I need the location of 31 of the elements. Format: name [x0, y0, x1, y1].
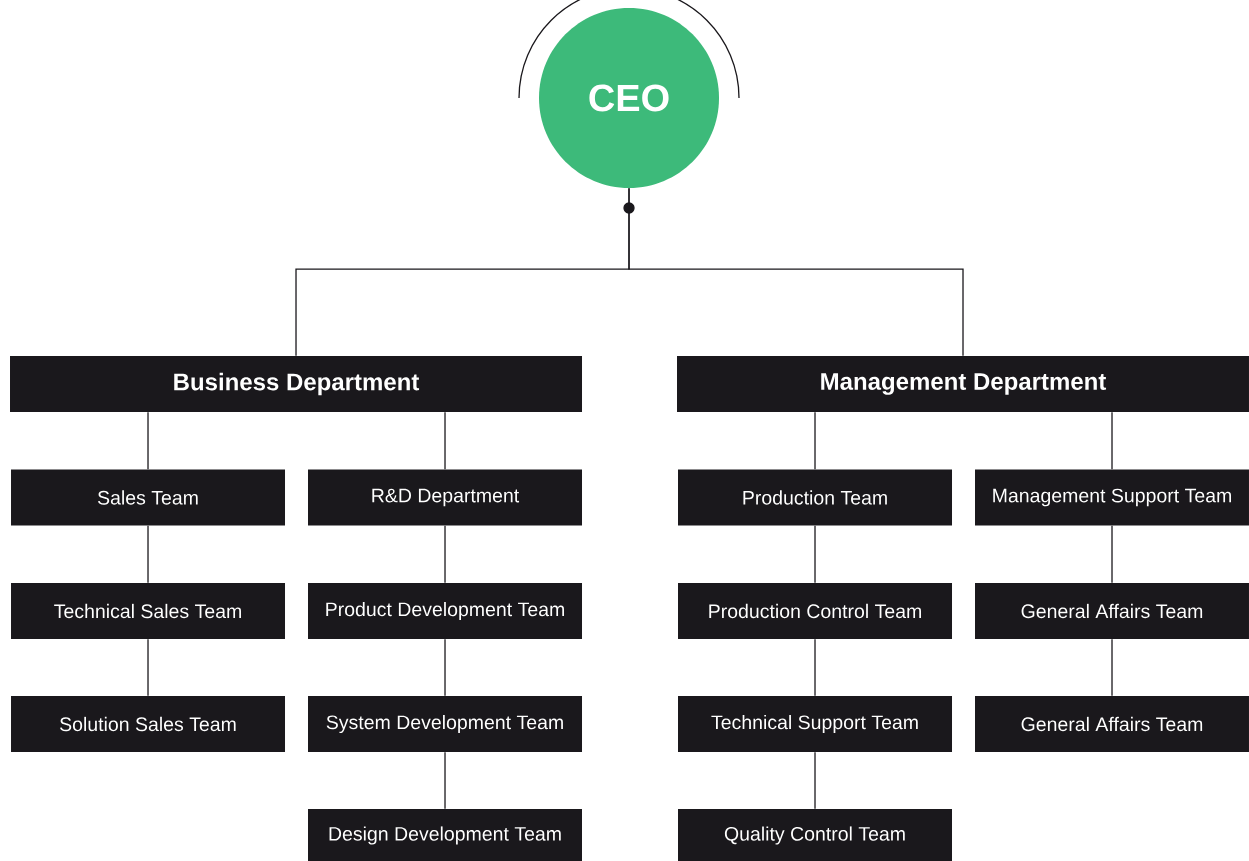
team-box: R&D Department	[308, 469, 582, 526]
team-box: General Affairs Team	[975, 583, 1249, 639]
team-box: Management Support Team	[975, 469, 1249, 526]
team-box: Sales Team	[11, 469, 285, 526]
connector-line	[814, 751, 816, 810]
connector-line	[1111, 638, 1113, 697]
team-box: General Affairs Team	[975, 696, 1249, 752]
team-box: Technical Sales Team	[11, 583, 285, 639]
connector-line	[147, 525, 149, 584]
department-box: Management Department	[677, 356, 1249, 412]
team-box: System Development Team	[308, 696, 582, 752]
connector-line	[1111, 525, 1113, 584]
team-box: Solution Sales Team	[11, 696, 285, 752]
connector-line	[147, 411, 149, 470]
connector-line	[147, 638, 149, 697]
connector-line	[814, 411, 816, 470]
connector-line	[444, 751, 446, 810]
connector-line	[814, 638, 816, 697]
team-box: Design Development Team	[308, 809, 582, 861]
department-box: Business Department	[10, 356, 582, 412]
team-box: Production Control Team	[678, 583, 952, 639]
connector-line	[628, 187, 964, 357]
team-box: Product Development Team	[308, 583, 582, 639]
connector-line	[444, 525, 446, 584]
connector-line	[444, 638, 446, 697]
team-box: Technical Support Team	[678, 696, 952, 752]
connector-line	[814, 525, 816, 584]
connector-line	[1111, 411, 1113, 470]
team-box: Quality Control Team	[678, 809, 952, 861]
team-box: Production Team	[678, 469, 952, 526]
connector-line	[444, 411, 446, 470]
